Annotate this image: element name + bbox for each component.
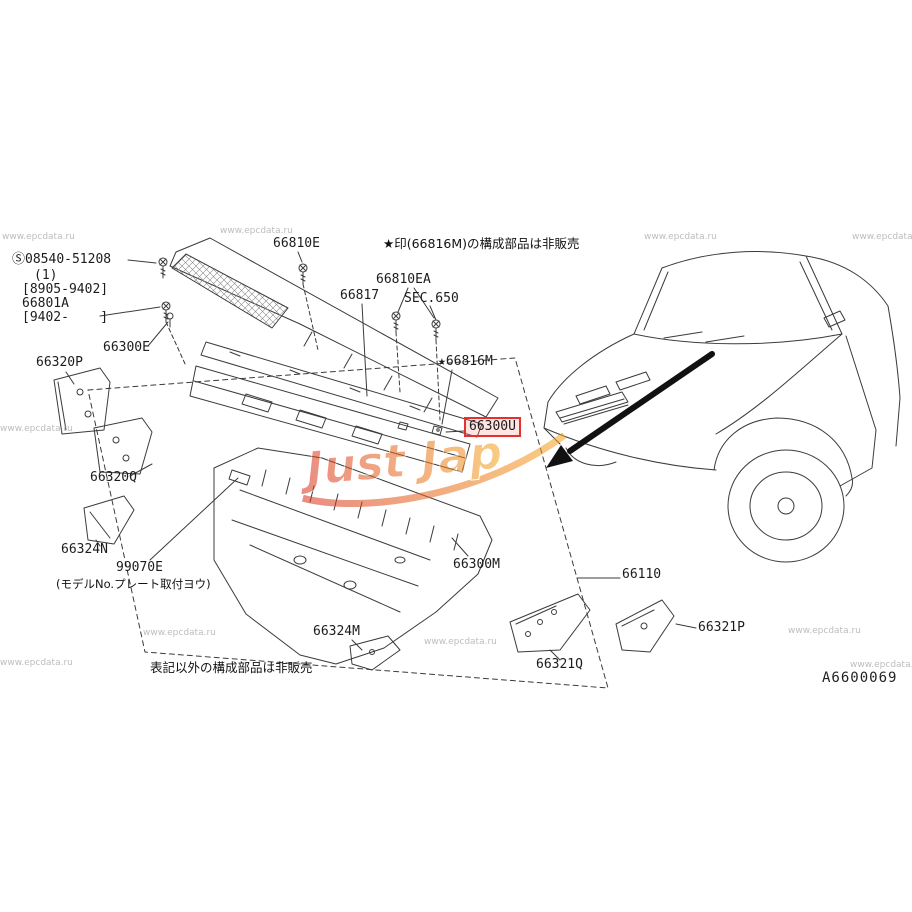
watermark: www.epcdata.ru [143,628,216,638]
watermark: www.epcdata.ru [0,424,73,434]
date-range-9402: [9402- ] [22,310,109,325]
car-front-illustration [543,251,901,563]
bracket-66324M [349,635,401,671]
part-label-66817: 66817 [340,288,380,303]
screw-icon [431,319,441,341]
screw-icon [161,301,171,323]
non-sale-parts-note: 表記以外の構成部品は非販売 [150,660,313,675]
bracket-66320Q [93,417,153,475]
part-label-66810E: 66810E [273,236,320,251]
watermark: www.epcdata.ru [220,226,293,236]
cowl-grille-panel [169,237,499,418]
part-label-66801A: 66801A [22,296,69,311]
watermark: www.epcdata.ru [852,232,912,242]
screw-icon [391,311,401,333]
cowl-top-panel [189,365,471,473]
part-label-66324N: 66324N [61,542,108,557]
model-plate-note: (モデルNo.プレート取付ヨウ) [56,577,211,591]
bracket-66321Q [509,593,591,653]
part-number-08540-51208: 08540-51208 [25,252,112,267]
part-qty: (1) [34,268,58,283]
circled-s-icon: Ⓢ [12,252,26,267]
bracket-66321P [615,599,675,653]
part-label-66300M: 66300M [453,557,500,572]
diagram-code: A6600069 [822,670,898,686]
justjap-logo-watermark: Just Jap [295,424,567,508]
part-label-66110: 66110 [622,567,662,582]
screw-icon [158,257,168,279]
watermark: www.epcdata.ru [424,637,497,647]
watermark: www.epcdata.ru [644,232,717,242]
part-label-66321Q: 66321Q [536,657,583,672]
part-label-08540-51208: Ⓢ08540-51208 [12,252,111,267]
screw-icon [298,263,308,285]
part-label-66320Q: 66320Q [90,470,137,485]
part-label-66320P: 66320P [36,355,83,370]
part-label-66321P: 66321P [698,620,745,635]
bracket-66324N [83,495,135,545]
part-label-66324M: 66324M [313,624,360,639]
star-parts-note: ★印(66816M)の構成部品は非販売 [383,236,580,251]
bracket-66320P [53,367,111,435]
model-number-plate [228,469,251,486]
leader-lines [65,251,697,661]
part-label-66816M: ★66816M [438,354,493,369]
projection-lines-dashed [165,283,441,421]
clip-66816M [166,312,443,436]
watermark: www.epcdata.ru [788,626,861,636]
part-label-66300E: 66300E [103,340,150,355]
part-label-66810EA: 66810EA [376,272,431,287]
date-range-8905-9402: [8905-9402] [22,282,109,297]
assembly-boundary-dashed-box [87,357,609,689]
wiper-cowl-strip [200,341,483,438]
watermark: www.epcdata.ru [0,658,73,668]
part-label-99070E: 99070E [116,560,163,575]
pointer-arrow [546,351,715,468]
watermark: www.epcdata.ru [2,232,75,242]
section-ref-650: SEC.650 [404,291,459,306]
part-label-66300U-highlighted: 66300U [464,417,521,437]
watermark: www.epcdata.ru [850,660,912,670]
